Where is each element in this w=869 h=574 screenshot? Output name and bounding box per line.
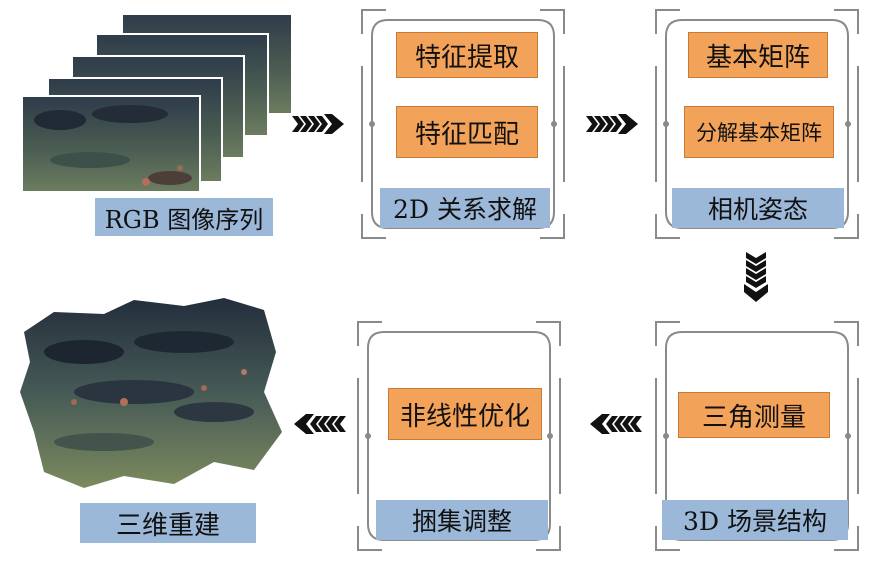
image-stack-graphic bbox=[21, 13, 293, 193]
frame-border bbox=[655, 321, 859, 551]
stage1-label: 2D 关系求解 bbox=[380, 188, 550, 228]
reconstruction-graphic bbox=[20, 298, 282, 488]
process-label: 三角测量 bbox=[701, 402, 806, 433]
arrow-left-1 bbox=[590, 412, 642, 440]
input-caption-text: RGB 图像序列 bbox=[104, 205, 264, 234]
input-caption: RGB 图像序列 bbox=[95, 198, 273, 236]
output-caption: 三维重建 bbox=[80, 503, 256, 543]
stage3-frame: 三角测量 3D 场景结构 bbox=[652, 318, 862, 554]
arrow-left-2 bbox=[294, 412, 346, 440]
stage-label-text: 相机姿态 bbox=[707, 195, 808, 224]
stage-label-text: 3D 场景结构 bbox=[683, 507, 827, 536]
process-box-fundamental-matrix: 基本矩阵 bbox=[688, 32, 828, 78]
rgb-image-stack bbox=[20, 10, 300, 195]
process-box-triangulation: 三角测量 bbox=[678, 392, 830, 438]
process-label: 基本矩阵 bbox=[705, 42, 810, 73]
stage3-label: 3D 场景结构 bbox=[662, 500, 848, 540]
process-label: 非线性优化 bbox=[399, 401, 530, 432]
stage4-label: 捆集调整 bbox=[376, 500, 548, 540]
stage-label-text: 捆集调整 bbox=[411, 507, 512, 536]
reconstruction-result bbox=[14, 292, 294, 492]
stage-label-text: 2D 关系求解 bbox=[393, 195, 537, 224]
arrow-down bbox=[743, 252, 769, 306]
stage4-frame: 非线性优化 捆集调整 bbox=[354, 318, 564, 554]
process-box-nonlinear-optimization: 非线性优化 bbox=[388, 388, 542, 440]
image-frame-1 bbox=[21, 95, 201, 193]
process-label: 特征匹配 bbox=[414, 119, 519, 150]
process-box-feature-extraction: 特征提取 bbox=[396, 32, 538, 78]
stage2-frame: 基本矩阵 分解基本矩阵 相机姿态 bbox=[652, 6, 862, 242]
arrow-right-2 bbox=[586, 112, 638, 140]
frame-border bbox=[361, 9, 565, 239]
process-box-feature-matching: 特征匹配 bbox=[396, 106, 538, 158]
arrow-right-1 bbox=[292, 112, 344, 140]
frame-border bbox=[357, 321, 561, 551]
process-label: 特征提取 bbox=[414, 42, 519, 73]
stage2-label: 相机姿态 bbox=[672, 188, 844, 228]
stage1-frame: 特征提取 特征匹配 2D 关系求解 bbox=[358, 6, 568, 242]
process-label: 分解基本矩阵 bbox=[696, 121, 822, 145]
output-caption-text: 三维重建 bbox=[115, 510, 220, 541]
process-box-decompose-matrix: 分解基本矩阵 bbox=[684, 106, 834, 158]
